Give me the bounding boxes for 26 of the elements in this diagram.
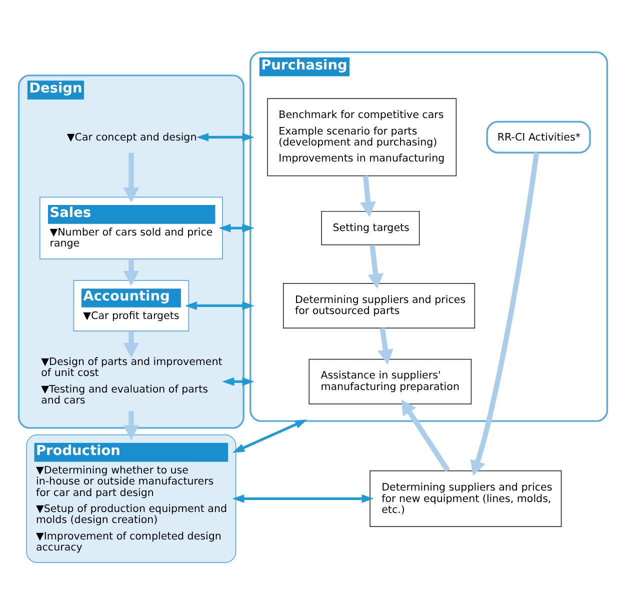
arrow (123, 330, 140, 358)
node-box: Production ▼Determining whether to use in-house or outside manufacturers for car and part design ▼Setup of production equipment and molds (design creation) ▼Improvement of completed design accuracy (26, 434, 236, 562)
node-box: Determining suppliers and prices for outsourced parts (282, 282, 476, 328)
arrow (184, 301, 254, 310)
arrow (232, 418, 308, 452)
arrow (123, 410, 140, 440)
arrow (378, 327, 394, 364)
arrow (368, 244, 384, 288)
node-box: RR-CI Activities* (486, 120, 591, 153)
node-box: Sales ▼Number of cars sold and price range (39, 196, 223, 259)
node-box: Setting targets (321, 210, 420, 245)
arrow (222, 376, 254, 386)
arrow (123, 152, 140, 202)
node-text: ▼Design of parts and improvement of unit cost ▼Testing and evaluation of parts and cars (41, 355, 222, 406)
node-text: ▼Car concept and design (66, 130, 197, 143)
arrow (470, 152, 540, 476)
node-box: Benchmark for competitive cars Example scenario for parts (development and purchasing) Improvements in manufacturing (267, 98, 457, 176)
node-box: Accounting ▼Car profit targets (73, 279, 190, 331)
arrow (123, 258, 140, 286)
node-box: Assistance in suppliers' manufacturing preparation (308, 358, 472, 404)
node-box: Determining suppliers and prices for new equipment (lines, molds, etc.) (370, 470, 562, 526)
arrow (232, 494, 374, 502)
arrow (218, 223, 254, 232)
arrow (196, 132, 254, 141)
arrow (360, 175, 376, 216)
arrow (401, 399, 450, 472)
